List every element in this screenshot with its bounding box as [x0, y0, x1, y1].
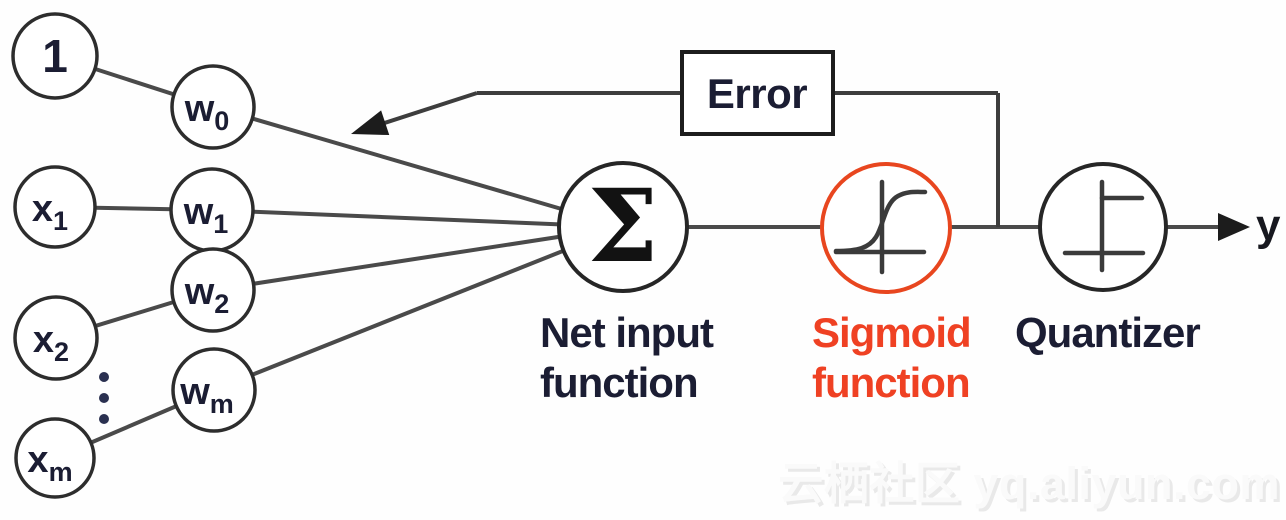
weight-node-w0	[170, 64, 256, 150]
net-input-node: Σ Net input function	[540, 161, 715, 406]
error-feedback-path	[351, 91, 1000, 227]
error-box: Error	[680, 50, 835, 136]
sigmoid-caption-line1: Sigmoid	[812, 309, 971, 356]
input-node-x2	[13, 295, 99, 381]
output-arrowhead-icon	[1218, 213, 1250, 241]
edge-wm-sum	[213, 225, 624, 392]
input-node-x1	[13, 165, 97, 249]
edge-w1-sum	[211, 208, 624, 229]
input-nodes: 1 x1 x2 xm	[11, 12, 99, 499]
net-input-caption-line2: function	[540, 359, 698, 406]
error-box-rect	[680, 50, 835, 136]
input-label-x1: x1	[32, 188, 68, 236]
sigmoid-circle	[820, 162, 952, 294]
weight-nodes: w0 w1 w2 wm	[169, 64, 257, 433]
net-input-caption-line1: Net input	[540, 309, 714, 356]
weight-node-wm	[171, 347, 257, 433]
weight-label-w0: w0	[184, 88, 230, 136]
feedback-arrowhead-icon	[351, 110, 390, 136]
quantizer-step-icon	[1062, 179, 1146, 273]
input-label-bias: 1	[42, 30, 68, 82]
weight-node-w2	[170, 247, 256, 333]
sum-circle	[557, 161, 689, 293]
error-box-label: Error	[707, 70, 807, 117]
weight-label-w2: w2	[184, 271, 230, 319]
sigma-symbol: Σ	[588, 167, 659, 285]
weight-sum-edges	[211, 105, 624, 392]
input-node-xm	[14, 417, 96, 499]
watermark: 云栖社区 yq.aliyun.com 云栖社区 yq.aliyun.com	[778, 458, 1283, 512]
quantizer-caption: Quantizer	[1015, 309, 1200, 356]
input-node-bias	[11, 12, 99, 100]
vertical-ellipsis-icon	[99, 372, 109, 424]
edge-w0-sum	[212, 105, 624, 229]
feedback-line-diagonal	[371, 91, 478, 129]
quantizer-node: Quantizer	[1015, 162, 1201, 356]
sigmoid-curve-icon	[833, 179, 928, 275]
watermark-text: 云栖社区 yq.aliyun.com	[778, 458, 1280, 509]
input-label-x2: x2	[33, 319, 69, 367]
output-label: y	[1256, 201, 1281, 250]
input-label-xm: xm	[27, 439, 72, 487]
sigmoid-caption-line2: function	[812, 359, 970, 406]
sigmoid-node: Sigmoid function	[812, 162, 972, 406]
weight-label-w1: w1	[183, 191, 229, 239]
edge-w2-sum	[212, 225, 624, 292]
watermark-shadow: 云栖社区 yq.aliyun.com	[781, 461, 1283, 512]
weight-label-wm: wm	[179, 371, 234, 419]
